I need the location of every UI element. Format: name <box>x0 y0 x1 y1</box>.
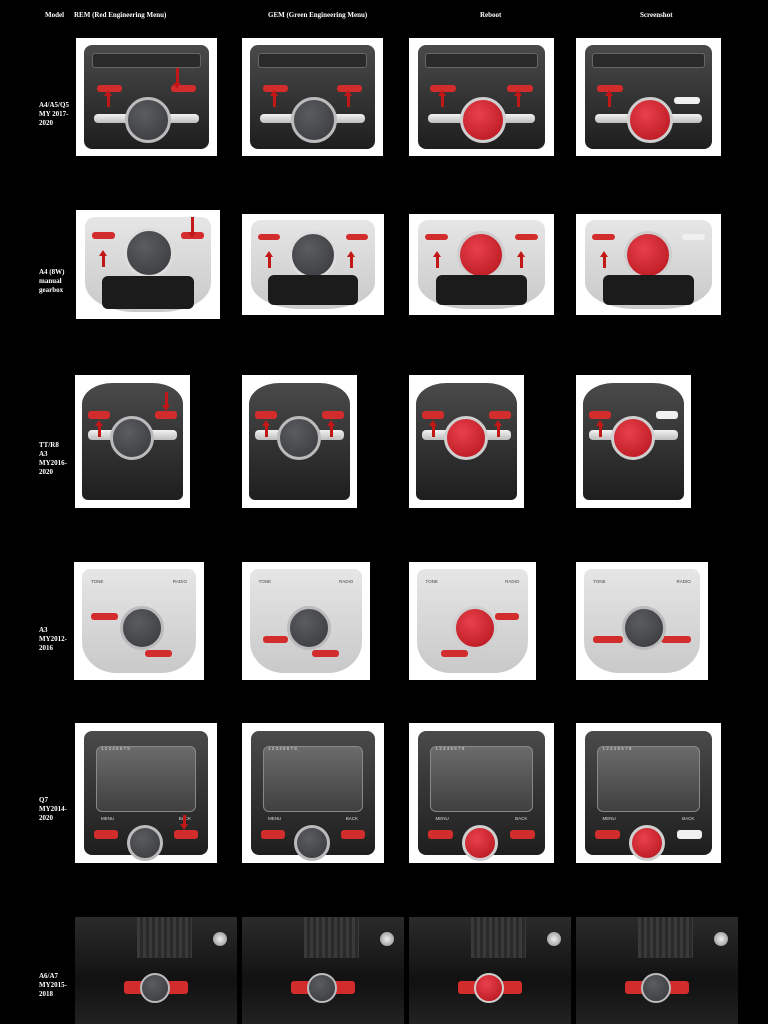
image-a3-2012-screenshot: TONE RADIO <box>576 562 708 680</box>
image-a4-8w-rem <box>76 210 220 319</box>
row-label-a3-2012: A3 MY2012- 2016 <box>39 626 67 652</box>
image-a4-screenshot <box>576 38 721 156</box>
image-a3-2012-rem: TONE RADIO <box>74 562 204 680</box>
image-a6-screenshot <box>576 917 738 1024</box>
row-label-a6-a7: A6/A7 MY2015- 2018 <box>39 972 67 998</box>
image-tt-reboot <box>409 375 524 508</box>
image-q7-screenshot: 1 2 3 4 5 6 7 8 MENU BACK <box>576 723 721 863</box>
column-header-gem: GEM (Green Engineering Menu) <box>268 11 368 19</box>
image-a6-rem <box>75 917 237 1024</box>
image-tt-rem <box>75 375 190 508</box>
image-a4-gem <box>242 38 383 156</box>
image-a4-8w-screenshot <box>576 214 721 315</box>
image-a4-8w-reboot <box>409 214 554 315</box>
image-a6-reboot <box>409 917 571 1024</box>
image-q7-gem: 1 2 3 4 5 6 7 8 MENU BACK <box>242 723 384 863</box>
image-a4-8w-gem <box>242 214 384 315</box>
image-a6-gem <box>242 917 404 1024</box>
column-header-screenshot: Screenshot <box>640 11 673 19</box>
image-q7-rem: 1 2 3 4 5 6 7 8 MENU BACK <box>75 723 217 863</box>
row-label-a4-a5-q5: A4/A5/Q5 MY 2017- 2020 <box>39 101 69 127</box>
image-a4-rem <box>76 38 217 156</box>
image-tt-gem <box>242 375 357 508</box>
row-label-a4-8w: A4 (8W) manual gearbox <box>39 268 65 294</box>
image-a3-2012-gem: TONE RADIO <box>242 562 370 680</box>
image-a4-reboot <box>409 38 554 156</box>
column-header-model: Model <box>45 11 65 19</box>
row-label-q7: Q7 MY2014- 2020 <box>39 796 67 822</box>
image-a3-2012-reboot: TONE RADIO <box>409 562 536 680</box>
image-q7-reboot: 1 2 3 4 5 6 7 8 MENU BACK <box>409 723 554 863</box>
column-header-rem: REM (Red Engineering Menu) <box>74 11 167 19</box>
row-label-tt-r8-a3: TT/R8 A3 MY2016- 2020 <box>39 441 67 476</box>
image-tt-screenshot <box>576 375 691 508</box>
column-header-reboot: Reboot <box>480 11 502 19</box>
